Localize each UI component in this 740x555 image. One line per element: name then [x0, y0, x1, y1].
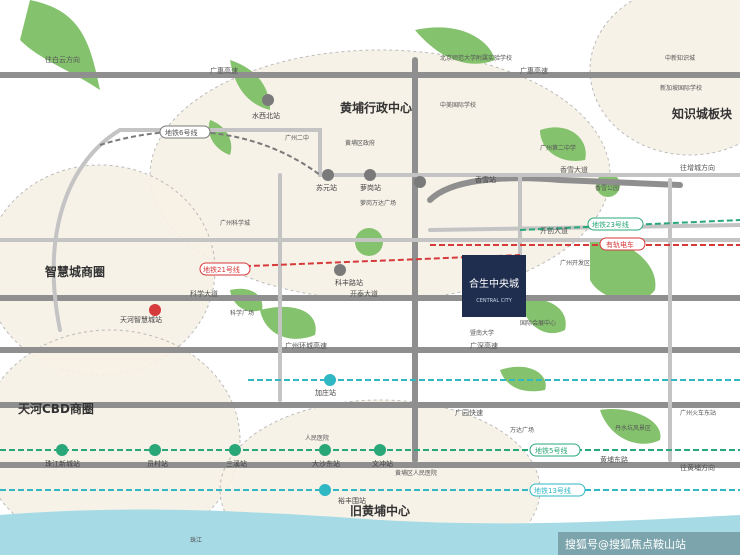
- poi-7: 黄埔区人民医院: [395, 469, 437, 477]
- district-smart-city: 智慧城商圈: [44, 264, 105, 279]
- poi-9: 丹水坑风景区: [615, 424, 651, 432]
- district-huangpu-admin: 黄埔行政中心: [340, 100, 412, 115]
- poi-12: 珠江: [190, 536, 202, 544]
- poi-44: 北京师范大学附属实验学校: [440, 54, 512, 62]
- district-knowledge-city: 知识城板块: [671, 106, 733, 121]
- station-1: 苏元站: [316, 183, 337, 192]
- watermark-text: 搜狐号@搜狐焦点鞍山站: [565, 537, 686, 551]
- poi-5: 广州科学城: [220, 219, 250, 227]
- highways: [0, 57, 740, 468]
- poi-0: 广州二中: [285, 134, 309, 142]
- station-11: 三溪站: [226, 459, 247, 468]
- poi-14: 香雪公园: [595, 184, 619, 192]
- poi-16: 暨南大学: [470, 329, 494, 337]
- river: [0, 509, 740, 555]
- station-10: 员村站: [147, 459, 168, 468]
- poi-2: 中美国际学校: [440, 101, 476, 109]
- station-7: 大沙东站: [312, 459, 340, 468]
- road-guangyuan: 广园快速: [455, 408, 483, 417]
- road-ring: 广州环城高速: [285, 341, 327, 350]
- poi-4: 广州开发区: [560, 259, 590, 267]
- road-guanghui-top: 广惠高速: [210, 66, 238, 75]
- district-labels: 黄埔行政中心 知识城板块 智慧城商圈 天河CBD商圈 旧黄埔中心: [18, 100, 733, 518]
- metro-line23: 地铁23号线: [592, 220, 629, 229]
- station-8: 文冲站: [372, 459, 393, 468]
- station-12: 裕丰围站: [338, 496, 366, 505]
- poi-8: 国际会展中心: [520, 319, 556, 327]
- road-guanghui-right: 广惠高速: [520, 66, 548, 75]
- metro-line5: 地铁5号线: [535, 446, 567, 455]
- poi-13: 广州第二中学: [540, 144, 576, 152]
- station-6: 加庄站: [315, 388, 336, 397]
- road-huangpu-east: 黄埔东路: [600, 455, 628, 464]
- district-tianhe-cbd: 天河CBD商圈: [18, 401, 94, 416]
- poi-1: 黄埔区政府: [345, 139, 375, 147]
- poi-3: 萝岗万达广场: [360, 199, 396, 207]
- metro-tram: 有轨电车: [606, 240, 634, 249]
- station-13: 天河智慧城站: [120, 315, 162, 324]
- watermark-badge: 搜狐号@搜狐焦点鞍山站: [558, 532, 740, 555]
- poi-11: 人民医院: [305, 434, 329, 442]
- parks: [20, 0, 661, 444]
- road-kexue: 科学大道: [190, 289, 218, 298]
- road-xiangxue: 香雪大道: [560, 165, 588, 174]
- poi-15: 科学广场: [230, 309, 254, 317]
- project-marker[interactable]: 合生中央城 CENTRAL CITY: [462, 255, 526, 317]
- poi-10: 广州火车东站: [680, 409, 716, 417]
- station-3: 科丰路站: [335, 278, 363, 287]
- station-0: 水西北站: [252, 111, 280, 120]
- project-name-en: CENTRAL CITY: [476, 298, 513, 304]
- metro-labels: 地铁6号线 地铁21号线 地铁23号线 地铁5号线 地铁13号线 有轨电车: [159, 125, 646, 497]
- station-2: 萝岗站: [360, 183, 381, 192]
- road-kaichuang: 开创大道: [540, 226, 568, 235]
- road-kaitai: 开泰大道: [350, 289, 378, 298]
- metro-line21: 地铁21号线: [203, 265, 240, 274]
- poi-45: 中新知识城: [665, 54, 695, 62]
- road-to-baiyun: 往白云方向: [45, 55, 80, 64]
- station-5: 香雪站: [475, 175, 496, 184]
- road-to-huangpu-port: 往黄埔方向: [680, 463, 715, 472]
- metro-line6: 地铁6号线: [165, 128, 197, 137]
- poi-6: 万达广场: [510, 426, 534, 434]
- metro-line13: 地铁13号线: [534, 486, 571, 495]
- station-markers: 水西北站 苏元站 萝岗站 科丰路站 香雪站 加庄站 大沙东站 文冲站 珠江新城站…: [45, 94, 496, 505]
- project-name-cn: 合生中央城: [469, 277, 519, 290]
- station-9: 珠江新城站: [45, 459, 80, 468]
- poi-labels: 广州二中 黄埔区政府 中美国际学校 萝岗万达广场 广州开发区 广州科学城 万达广…: [190, 54, 716, 544]
- district-old-huangpu: 旧黄埔中心: [350, 503, 410, 518]
- road-guangshen: 广深高速: [470, 341, 498, 350]
- road-to-zengcheng: 往增城方向: [680, 163, 715, 172]
- poi-46: 新加坡国际学校: [660, 84, 702, 92]
- road-labels: 广惠高速 往白云方向 广惠高速 往增城方向 往黄埔方向 开创大道 开泰大道 科学…: [45, 55, 715, 472]
